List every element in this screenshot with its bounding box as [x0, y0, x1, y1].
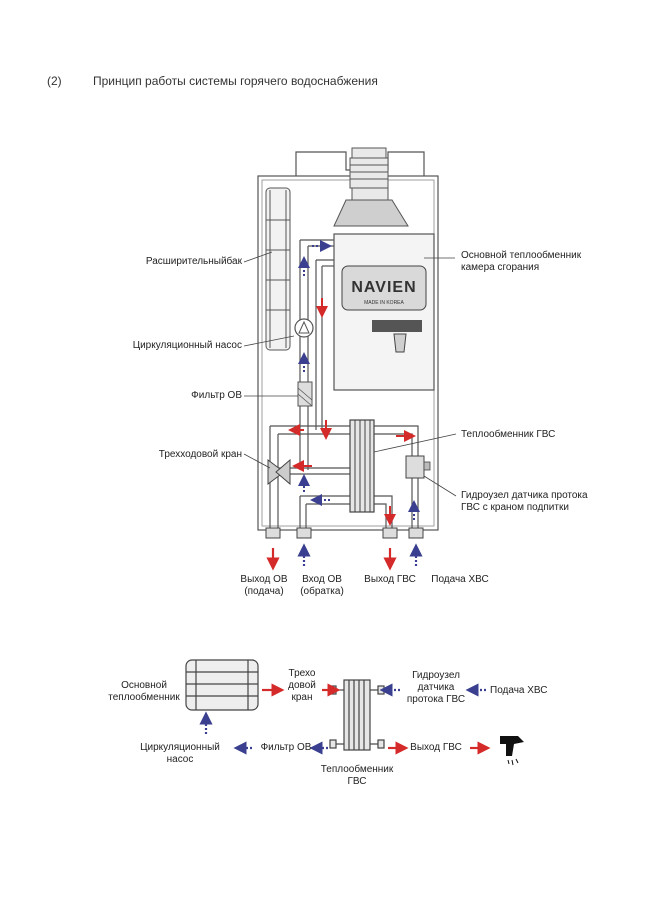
flow-label-three-way-line2: довой — [288, 680, 316, 691]
main-heat-exchanger — [333, 233, 435, 391]
label-main-hx-line2: камера сгорания — [461, 262, 540, 273]
flow-label-three-way-line1: Трехо — [288, 668, 316, 679]
label-heating-out-line1: Выход ОВ — [240, 574, 288, 585]
flow-label-pump-line2: насос — [166, 754, 194, 765]
label-circ-pump: Циркуляционный насос — [132, 340, 242, 351]
flow-label-cold-supply: Подача ХВС — [490, 685, 548, 696]
dhw-plate-heat-exchanger — [349, 419, 375, 513]
external-flow-arrows — [266, 543, 423, 571]
flow-main-hx — [185, 659, 259, 711]
flue-pipe — [333, 147, 409, 227]
label-dhw-hx: Теплообменник ГВС — [461, 429, 556, 440]
flow-schematic-arrows — [199, 683, 491, 755]
label-heating-in-line1: Вход ОВ — [302, 574, 342, 585]
flow-label-three-way-line3: кран — [291, 692, 313, 703]
flow-label-dhw-out: Выход ГВС — [410, 742, 462, 753]
flow-label-dhw-hx-line2: ГВС — [347, 776, 367, 787]
label-cold-supply: Подача ХВС — [431, 574, 489, 585]
flow-label-sensor-line2: датчика — [417, 682, 455, 693]
label-filter: Фильтр ОВ — [191, 390, 242, 401]
label-heating-out-line2: (подача) — [244, 586, 284, 597]
flow-label-main-hx-line2: теплообменник — [108, 692, 180, 703]
flow-dhw-hx — [329, 679, 385, 751]
flow-label-main-hx-line1: Основной — [121, 680, 167, 691]
label-dhw-out: Выход ГВС — [364, 574, 416, 585]
section-number: (2) — [47, 74, 62, 88]
label-flow-sensor-line2: ГВС с краном подпитки — [461, 502, 569, 513]
flow-label-pump-line1: Циркуляционный — [140, 742, 220, 753]
faucet-icon — [500, 736, 524, 766]
bottom-connectors — [265, 527, 424, 539]
flow-label-dhw-hx-line1: Теплообменник — [320, 764, 394, 775]
expansion-tank — [265, 187, 291, 351]
flow-label-filter: Фильтр ОВ — [260, 742, 312, 753]
label-flow-sensor-line1: Гидроузел датчика протока — [461, 490, 588, 501]
internal-flow-arrows — [288, 240, 420, 526]
label-three-way: Трехходовой кран — [158, 449, 242, 460]
flow-label-sensor-line3: протока ГВС — [406, 694, 466, 705]
three-way-valve — [267, 458, 291, 486]
brand-logo: NAVIEN — [351, 279, 416, 296]
label-expansion-tank: Расширительныйбак — [145, 256, 242, 267]
circulation-pump — [294, 318, 314, 338]
flow-sensor-unit — [405, 455, 431, 479]
section-title: Принцип работы системы горячего водоснаб… — [93, 74, 378, 88]
label-main-hx-line1: Основной теплообменник — [461, 250, 582, 261]
leader-lines — [243, 251, 457, 497]
flow-label-sensor-line1: Гидроузел — [412, 670, 460, 681]
label-heating-in-line2: (обратка) — [300, 586, 344, 597]
brand-subtitle: MADE IN KOREA — [364, 300, 404, 306]
filter-mesh — [297, 387, 313, 407]
